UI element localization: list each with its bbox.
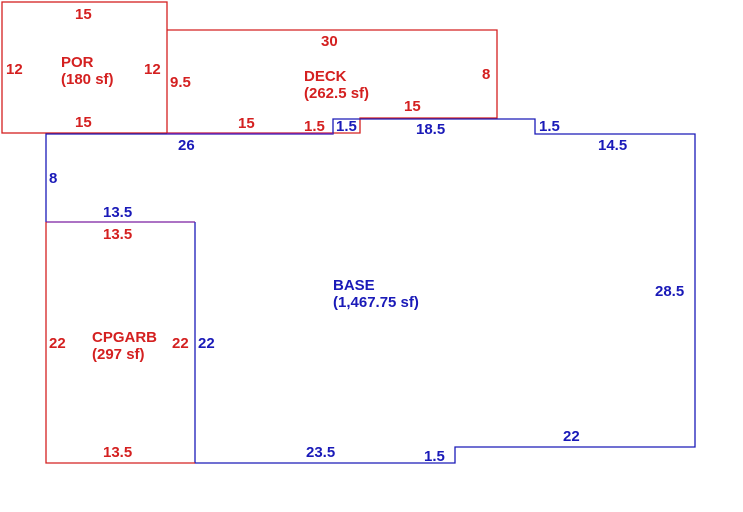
base-dim-bottom-mid: 23.5 xyxy=(306,444,335,461)
cpgarb-dim-left: 22 xyxy=(49,335,66,352)
por-area: (180 sf) xyxy=(61,71,114,88)
por-dim-bottom: 15 xyxy=(75,114,92,131)
cpgarb-dim-right: 22 xyxy=(172,335,189,352)
base-area: (1,467.75 sf) xyxy=(333,294,419,311)
base-dim-bottom-right: 22 xyxy=(563,428,580,445)
base-dim-right: 28.5 xyxy=(655,283,684,300)
deck-dim-left: 9.5 xyxy=(170,74,191,91)
por-outline xyxy=(1,1,168,134)
base-dim-step-bottom: 1.5 xyxy=(424,448,445,465)
base-dim-step-right: 1.5 xyxy=(539,118,560,135)
deck-dim-step: 1.5 xyxy=(304,118,325,135)
base-dim-top-left: 26 xyxy=(178,137,195,154)
cpgarb-dim-bottom: 13.5 xyxy=(103,444,132,461)
base-dim-step-left: 1.5 xyxy=(336,118,357,135)
base-name: BASE xyxy=(333,277,375,294)
deck-dim-right: 8 xyxy=(482,66,490,83)
por-dim-left: 12 xyxy=(6,61,23,78)
deck-dim-inner: 15 xyxy=(404,98,421,115)
cpgarb-area: (297 sf) xyxy=(92,346,145,363)
base-dim-top-right: 14.5 xyxy=(598,137,627,154)
deck-dim-top: 30 xyxy=(321,33,338,50)
por-dim-right: 12 xyxy=(144,61,161,78)
base-dim-top-mid: 18.5 xyxy=(416,121,445,138)
cpgarb-outline xyxy=(45,222,195,464)
cpgarb-name: CPGARB xyxy=(92,329,157,346)
por-dim-top: 15 xyxy=(75,6,92,23)
deck-area: (262.5 sf) xyxy=(304,85,369,102)
deck-name: DECK xyxy=(304,68,347,85)
deck-dim-bottom: 15 xyxy=(238,115,255,132)
base-dim-garage-side: 22 xyxy=(198,335,215,352)
base-dim-garage-top: 13.5 xyxy=(103,204,132,221)
base-dim-left-upper: 8 xyxy=(49,170,57,187)
cpgarb-dim-top: 13.5 xyxy=(103,226,132,243)
por-name: POR xyxy=(61,54,94,71)
